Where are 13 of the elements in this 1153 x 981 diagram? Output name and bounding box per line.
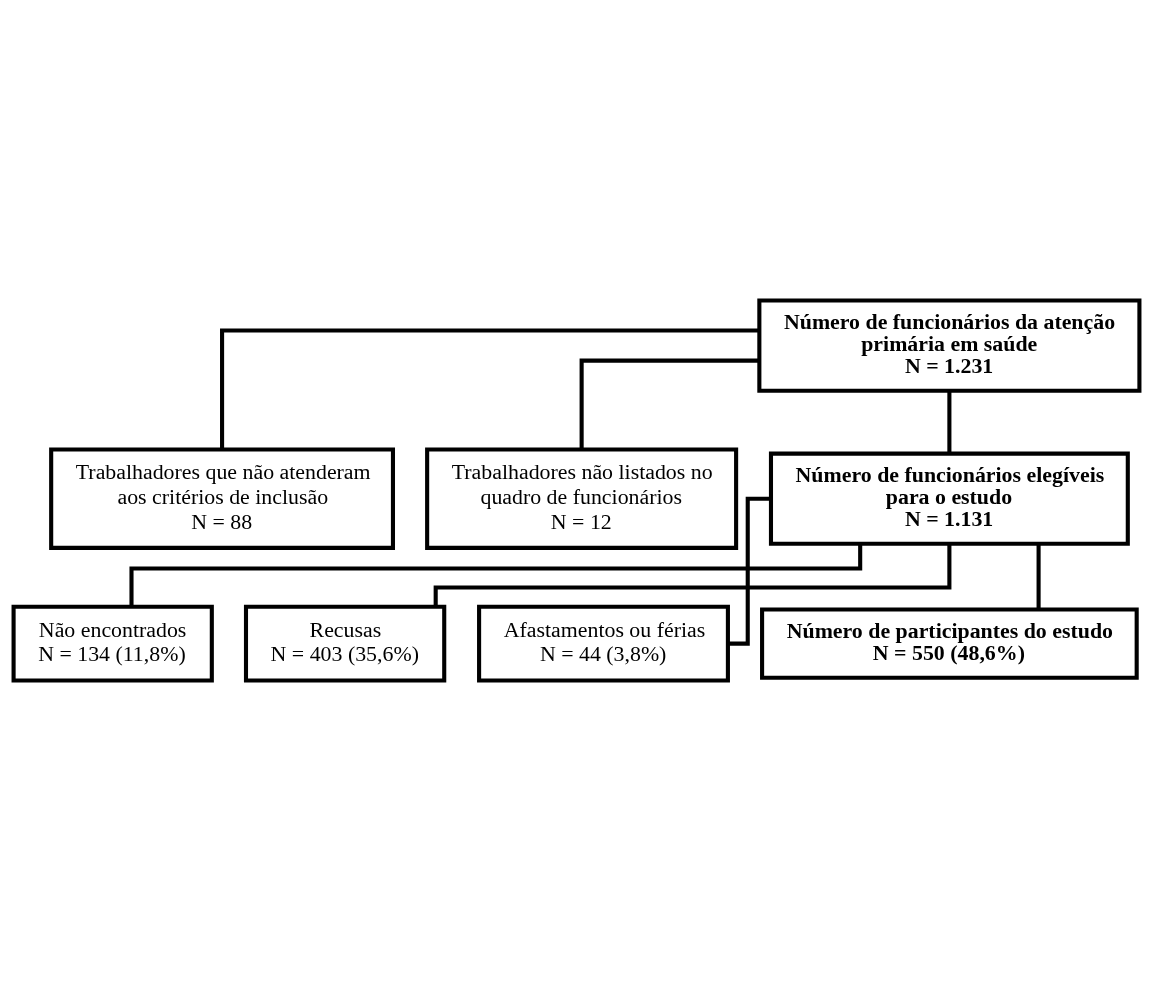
connector	[947, 391, 952, 454]
connector	[579, 358, 760, 450]
node-box: Número de funcionários da atenção primária em saúde N = 1.231	[757, 298, 1142, 393]
node-box: Trabalhadores que não atenderam aos critérios de inclusão N = 88	[49, 447, 395, 550]
node-box: Número de participantes do estudo N = 550 (48,6%)	[760, 607, 1139, 680]
connector	[433, 544, 952, 607]
connector	[1036, 544, 1041, 610]
connector	[220, 328, 760, 450]
node-box: Afastamentos ou férias N = 44 (3,8%)	[477, 604, 730, 683]
node-box: Número de funcionários elegíveis para o estudo N = 1.131	[768, 451, 1130, 546]
node-box: Não encontrados N = 134 (11,8%)	[11, 604, 214, 683]
node-box: Trabalhadores não listados no quadro de funcionários N = 12	[425, 447, 739, 550]
node-box: Recusas N = 403 (35,6%)	[243, 604, 447, 683]
